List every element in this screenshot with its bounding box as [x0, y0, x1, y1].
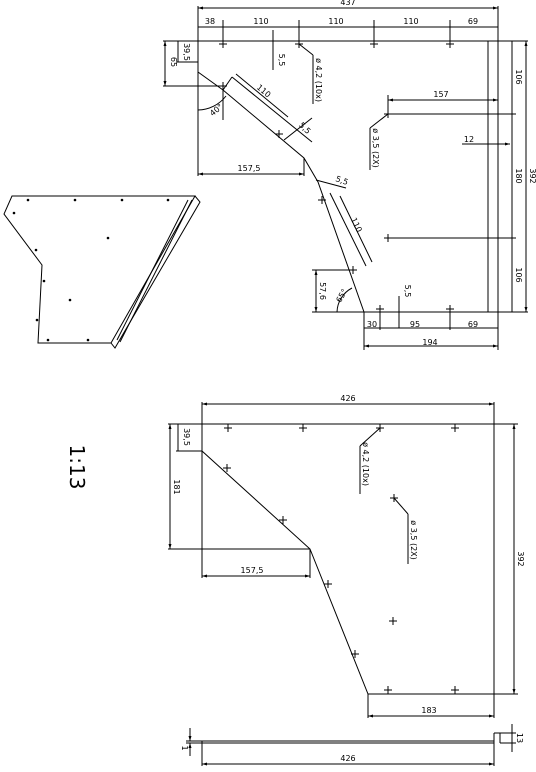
- dim-180: 180: [514, 168, 523, 183]
- hole-marker: [299, 424, 307, 432]
- hole-marker: [223, 464, 231, 472]
- hole-marker: [275, 130, 283, 138]
- bottom-part-outline: [201, 423, 495, 695]
- hole-marker: [451, 424, 459, 432]
- bottom-holes: [223, 424, 459, 694]
- dim-1: 1: [180, 745, 189, 750]
- hole-marker: [295, 40, 303, 48]
- dim-5-5-lower: 5,5: [334, 174, 349, 187]
- dim-39-5-b: 39,5: [182, 428, 191, 446]
- hole-marker: [224, 424, 232, 432]
- side-view: [186, 724, 516, 766]
- leader-hole-4-2-b: [359, 427, 381, 447]
- dim-13: 13: [515, 733, 524, 743]
- dim-426-b: 426: [340, 394, 355, 403]
- leader-hole-3-5-b: [393, 497, 409, 515]
- top-flange-end-1: [222, 76, 233, 91]
- dim-line-110-lower: [339, 195, 373, 263]
- hole-3-5-label: ø 3,5 (2X): [371, 128, 380, 168]
- dim-157-5-b: 157,5: [241, 566, 264, 575]
- hole-marker: [324, 580, 332, 588]
- dim-57-6: 57,6: [318, 282, 327, 300]
- top-view: [163, 6, 528, 350]
- dim-5-5-upper: 5,5: [297, 121, 312, 136]
- dim-106-bottom: 106: [514, 267, 523, 282]
- dim-183: 183: [421, 706, 436, 715]
- hole-3-5-label-b: ø 3,5 (2X): [409, 520, 418, 560]
- hole-marker: [451, 686, 459, 694]
- dim-110-lower-edge: 110: [349, 216, 364, 234]
- dim-69-top: 69: [468, 17, 478, 26]
- top-flange-edge-2: [329, 192, 367, 267]
- dim-69-bottom: 69: [468, 320, 478, 329]
- hole-4-2-label: ø 4,2 (10x): [314, 58, 323, 102]
- angle-arc-40: [197, 95, 227, 111]
- angle-40: 40°: [208, 102, 225, 118]
- hole-marker: [384, 234, 392, 242]
- scale-label: 1:13: [65, 445, 89, 490]
- iso-flange: [110, 195, 201, 349]
- leader-hole-3-5: [369, 113, 389, 129]
- iso-plate: [3, 195, 196, 344]
- hole-marker: [219, 82, 227, 90]
- dim-110-c: 110: [403, 17, 418, 26]
- dim-5-5-bottom: 5,5: [403, 285, 412, 298]
- hole-marker: [389, 617, 397, 625]
- hole-marker: [219, 40, 227, 48]
- hole-marker: [351, 650, 359, 658]
- dim-30: 30: [367, 320, 377, 329]
- top-flange-edge-1: [231, 76, 313, 143]
- hole-marker: [384, 110, 392, 118]
- dim-437: 437: [340, 0, 355, 7]
- dim-426-side: 426: [340, 754, 355, 763]
- angle-65: 65°: [334, 287, 349, 304]
- dim-106-top: 106: [514, 69, 523, 84]
- dim-39-5: 39,5: [182, 43, 191, 61]
- hole-marker: [318, 196, 326, 204]
- dim-110-upper-edge: 110: [255, 83, 272, 100]
- leader-hole-4-2: [298, 43, 314, 56]
- dim-157: 157: [433, 90, 448, 99]
- dim-392-b: 392: [516, 551, 525, 566]
- hole-marker: [446, 40, 454, 48]
- dim-110-a: 110: [253, 17, 268, 26]
- hole-marker: [370, 40, 378, 48]
- dim-181: 181: [172, 479, 181, 494]
- hole-marker: [390, 494, 398, 502]
- hole-marker: [349, 266, 357, 274]
- hole-4-2-label-b: ø 4,2 (10x): [361, 442, 370, 486]
- dim-65: 65: [169, 57, 178, 67]
- top-holes: [219, 40, 454, 313]
- hole-marker: [376, 424, 384, 432]
- side-profile: [201, 740, 495, 744]
- hole-marker: [384, 686, 392, 694]
- leader-5-5-lower: [315, 179, 347, 189]
- dim-5-5-top: 5,5: [277, 54, 286, 67]
- top-part-outline: [197, 40, 499, 313]
- dim-95: 95: [410, 320, 420, 329]
- dim-110-b: 110: [328, 17, 343, 26]
- hole-marker: [279, 516, 287, 524]
- iso-holes: [12, 198, 170, 342]
- dim-line-110-upper: [235, 73, 289, 118]
- hole-marker: [376, 305, 384, 313]
- bottom-view: [168, 402, 518, 718]
- dim-38: 38: [205, 17, 215, 26]
- iso-flange-line-2: [119, 199, 193, 343]
- iso-flange-line-1: [116, 199, 189, 341]
- hole-marker: [446, 305, 454, 313]
- isometric-sketch: [3, 195, 201, 349]
- dim-392: 392: [528, 168, 536, 183]
- leader-5-5-upper: [283, 117, 313, 141]
- dim-194: 194: [422, 338, 437, 347]
- dim-157-5: 157,5: [238, 164, 261, 173]
- angle-arc-65: [336, 287, 353, 313]
- dim-12: 12: [464, 135, 474, 144]
